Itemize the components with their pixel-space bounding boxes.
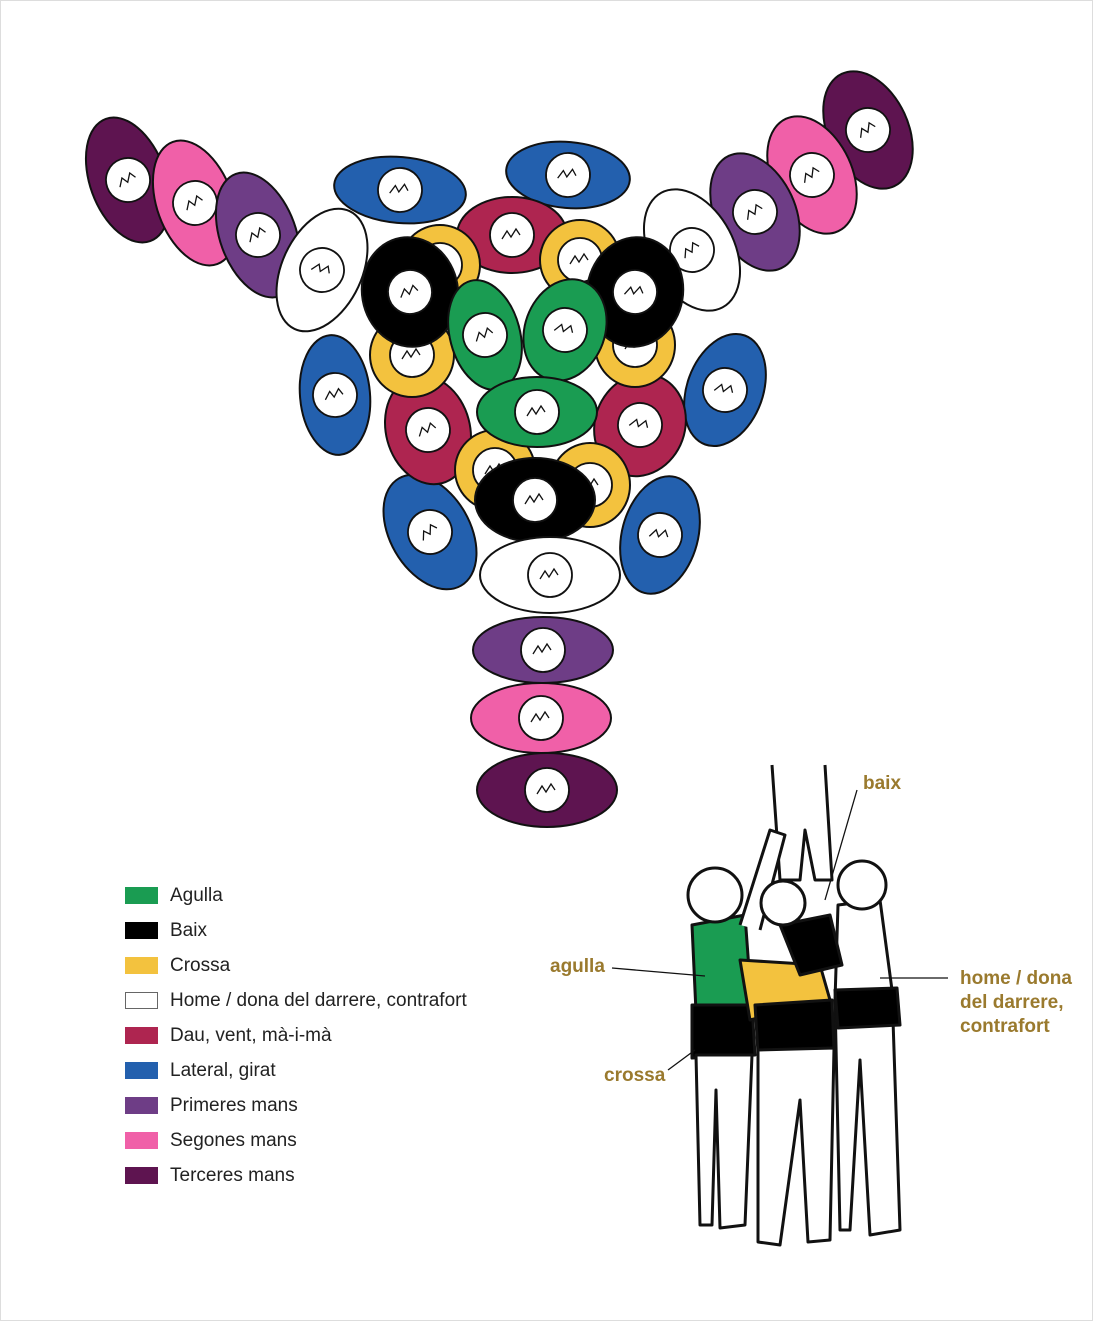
baix-shirt xyxy=(778,913,844,977)
hair-icon xyxy=(532,642,552,655)
person-segones-mans xyxy=(470,682,612,754)
crossa-belt xyxy=(753,998,836,1055)
legend-item: Terceres mans xyxy=(125,1158,467,1193)
label-crossa: crossa xyxy=(604,1065,666,1086)
legend-swatch xyxy=(125,887,158,904)
legend-swatch xyxy=(125,1062,158,1079)
legend-swatch xyxy=(125,1167,158,1184)
home-darrere-head xyxy=(836,859,888,911)
label-home-line1: home / dona xyxy=(960,968,1072,989)
label-baix: baix xyxy=(863,773,902,794)
person-home-darrere xyxy=(479,536,621,614)
hair-icon xyxy=(418,422,437,437)
hair-icon xyxy=(501,227,521,240)
label-agulla: agulla xyxy=(550,956,605,977)
hair-icon xyxy=(746,203,763,220)
person-lateral xyxy=(619,475,701,595)
home-darrere-belt xyxy=(833,986,902,1030)
agulla-head xyxy=(686,866,744,924)
person-agulla xyxy=(476,376,598,448)
legend-item: Crossa xyxy=(125,948,467,983)
agulla-belt xyxy=(690,1003,757,1060)
label-home-line3: contrafort xyxy=(960,1016,1050,1037)
home-darrere-body xyxy=(833,898,902,1237)
hair-icon xyxy=(648,528,669,538)
legend-item: Primeres mans xyxy=(125,1088,467,1123)
person-lateral xyxy=(333,155,467,225)
hair-icon xyxy=(628,418,649,428)
legend-label: Primeres mans xyxy=(170,1094,298,1116)
person-dau xyxy=(593,372,687,478)
person-lateral xyxy=(298,334,372,456)
legend-item: Baix xyxy=(125,913,467,948)
hair-icon xyxy=(475,327,494,342)
hair-icon xyxy=(249,226,266,243)
person-segones-mans xyxy=(151,139,239,267)
legend-label: Agulla xyxy=(170,884,223,906)
agulla-trousers xyxy=(694,1053,754,1230)
hair-icon xyxy=(310,263,330,274)
person-agulla xyxy=(522,278,608,382)
hair-icon xyxy=(557,168,577,179)
label-home-dona: home / dona del darrere, contrafort xyxy=(960,967,1072,1039)
person-baix xyxy=(585,236,685,348)
hair-icon xyxy=(536,782,556,795)
legend-label: Baix xyxy=(170,919,207,941)
legend-item: Agulla xyxy=(125,878,467,913)
hair-icon xyxy=(400,284,419,298)
hair-icon xyxy=(553,323,574,333)
legend-label: Home / dona del darrere, contrafort xyxy=(170,989,467,1011)
legend-swatch xyxy=(125,957,158,974)
person-baix xyxy=(360,236,460,348)
crossa-trousers xyxy=(756,1046,836,1247)
hair-icon xyxy=(530,710,550,723)
hair-icon xyxy=(401,347,421,360)
hair-icon xyxy=(569,252,589,265)
hair-icon xyxy=(524,492,544,505)
person-baix xyxy=(474,457,596,543)
person-home-darrere xyxy=(275,207,369,333)
upper-person-legs xyxy=(770,764,834,882)
legend-item: Lateral, girat xyxy=(125,1053,467,1088)
crossa-head xyxy=(759,879,807,927)
pinya-illustration xyxy=(686,764,902,1247)
legend-item: Dau, vent, mà-i-mà xyxy=(125,1018,467,1053)
hair-icon xyxy=(526,404,546,417)
hair-icon xyxy=(186,194,203,211)
legend-item: Home / dona del darrere, contrafort xyxy=(125,983,467,1018)
person-terceres-mans xyxy=(84,116,172,244)
legend-label: Segones mans xyxy=(170,1129,297,1151)
person-lateral xyxy=(382,473,478,591)
hair-icon xyxy=(859,121,876,138)
label-home-line2: del darrere, xyxy=(960,992,1064,1013)
hair-icon xyxy=(422,523,438,541)
leader-baix xyxy=(824,789,858,901)
person-lateral xyxy=(683,332,767,448)
legend-swatch xyxy=(125,992,158,1009)
leader-agulla xyxy=(611,967,706,977)
hair-icon xyxy=(119,171,136,188)
hair-icon xyxy=(713,383,734,393)
legend-swatch xyxy=(125,1097,158,1114)
legend-label: Dau, vent, mà-i-mà xyxy=(170,1024,332,1046)
person-lateral xyxy=(505,140,631,210)
legend-label: Crossa xyxy=(170,954,231,976)
hair-icon xyxy=(539,567,559,580)
legend-swatch xyxy=(125,922,158,939)
hair-icon xyxy=(684,241,700,259)
legend-swatch xyxy=(125,1132,158,1149)
person-agulla xyxy=(447,279,523,391)
hair-icon xyxy=(389,183,409,194)
legend-item: Segones mans xyxy=(125,1123,467,1158)
legend-swatch xyxy=(125,1027,158,1044)
person-terceres-mans xyxy=(476,752,618,828)
leader-crossa xyxy=(667,1049,696,1071)
hair-icon xyxy=(324,387,344,401)
hair-icon xyxy=(803,166,820,183)
legend-label: Terceres mans xyxy=(170,1164,295,1186)
hair-icon xyxy=(623,285,644,295)
legend-label: Lateral, girat xyxy=(170,1059,276,1081)
person-primeres-mans xyxy=(472,616,614,684)
